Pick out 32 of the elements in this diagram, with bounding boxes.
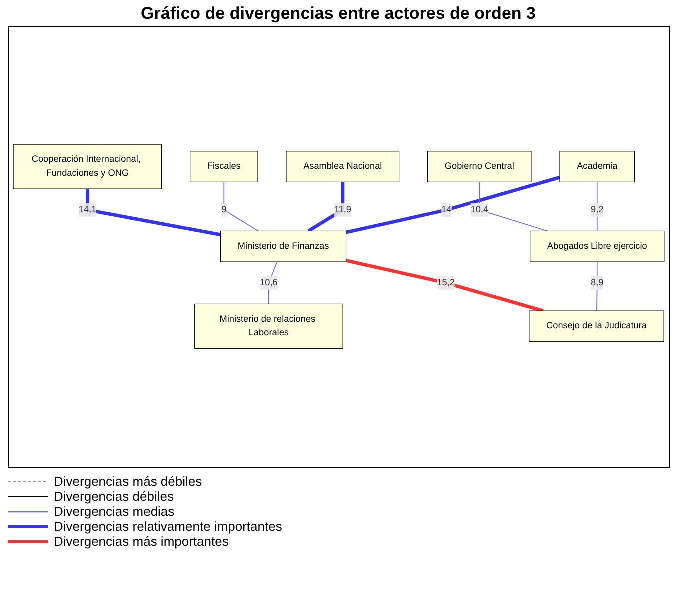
edge-label: 9,2 xyxy=(590,205,604,216)
connector xyxy=(596,182,598,232)
chart-title: Gráfico de divergencias entre actores de orden 3 xyxy=(140,4,537,24)
edge-label: 9 xyxy=(221,205,226,216)
legend-label: Divergencias relativamente importantes xyxy=(54,519,282,534)
node-box: Abogados Libre ejercicio xyxy=(530,231,664,263)
connector xyxy=(85,189,221,237)
node-box: Ministerio de relaciones Laborales xyxy=(194,304,343,350)
connector xyxy=(223,182,258,232)
node-box: Ministerio de Finanzas xyxy=(220,231,346,263)
edge-label: 15,2 xyxy=(436,278,454,288)
connector xyxy=(478,182,548,232)
legend-label: Divergencias débiles xyxy=(54,489,174,504)
node-box: Consejo de la Judicatura xyxy=(528,311,664,342)
connector xyxy=(596,262,598,312)
edge-label: 10,4 xyxy=(470,205,488,216)
edge-label: 8,9 xyxy=(590,278,604,288)
node-box: Gobierno Central xyxy=(427,152,532,183)
legend-label: Divergencias más importantes xyxy=(54,534,229,549)
edge-label: 14 xyxy=(441,205,452,216)
connector xyxy=(268,262,278,305)
node-box: Asamblea Nacional xyxy=(286,152,400,183)
node-box: Cooperación Internacional, Fundaciones y ONG xyxy=(12,144,162,190)
connector xyxy=(345,176,560,235)
legend-label: Divergencias más débiles xyxy=(54,474,202,489)
node-box: Fiscales xyxy=(190,152,258,183)
node-box: Academia xyxy=(559,152,635,183)
edge-label: 11,9 xyxy=(334,205,351,216)
connector xyxy=(345,259,544,314)
edge-label: 14,1 xyxy=(78,205,96,216)
edge-label: 10,6 xyxy=(260,278,278,288)
legend-label: Divergencias medias xyxy=(54,504,175,519)
